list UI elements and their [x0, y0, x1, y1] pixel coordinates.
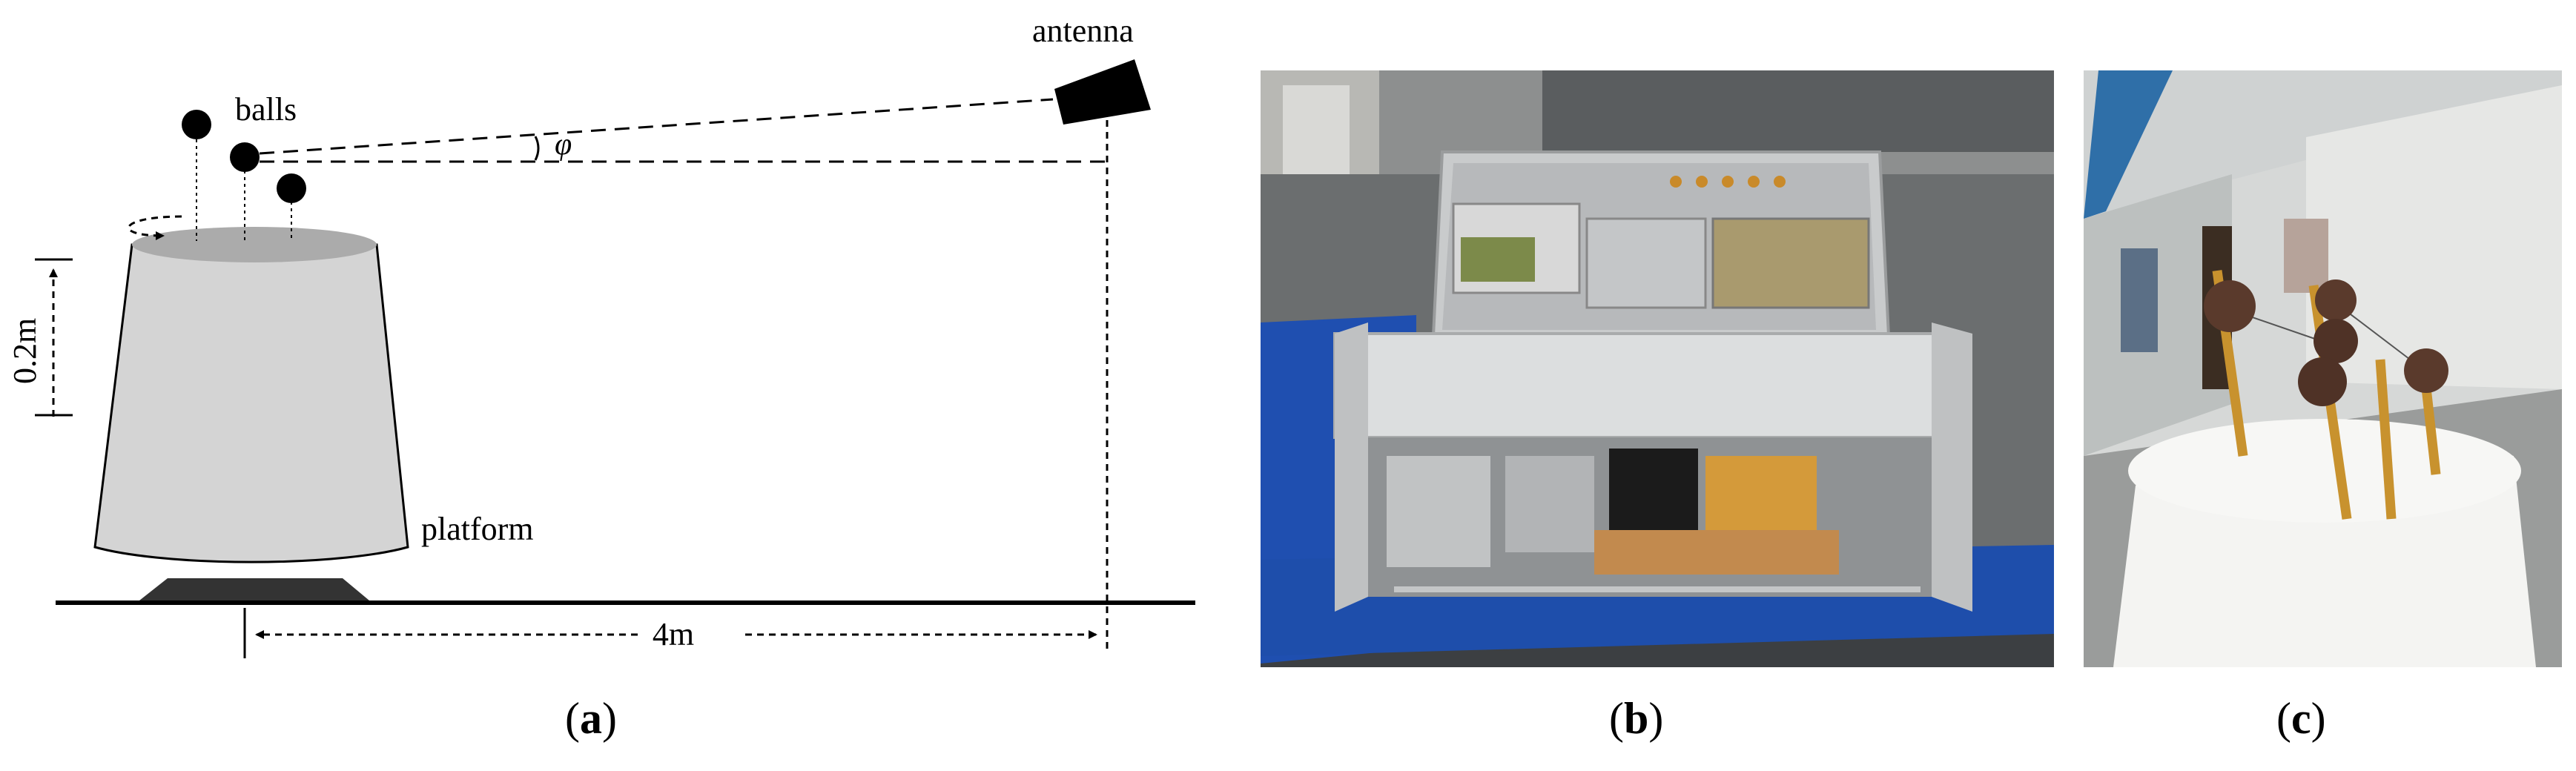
- ball: [230, 142, 260, 172]
- caption-a: (a): [565, 693, 617, 744]
- caption-c: (c): [2276, 693, 2326, 744]
- angle-arc: [534, 136, 540, 161]
- balls-photo-image: [2084, 70, 2562, 667]
- setup-diagram: balls φ antenna 0.2m 4m platform: [7, 13, 1195, 658]
- caption-letter: b: [1623, 694, 1649, 743]
- caption-paren: (: [2276, 694, 2291, 743]
- hardware-photo-image: [1261, 70, 2054, 667]
- caption-letter: c: [2291, 694, 2311, 743]
- balls-label: balls: [235, 91, 297, 128]
- antenna-label: antenna: [1032, 13, 1134, 49]
- hardware-photo: (b): [1261, 70, 2054, 743]
- setup-diagram-panel: balls φ antenna 0.2m 4m platform (a): [0, 0, 1216, 767]
- antenna: [1054, 59, 1151, 125]
- platform-label: platform: [421, 511, 534, 547]
- caption-letter: a: [579, 694, 602, 743]
- caption-b: (b): [1609, 693, 1663, 744]
- caption-paren: (: [565, 694, 580, 743]
- caption-paren: (: [1609, 694, 1624, 743]
- ball: [182, 110, 211, 139]
- caption-paren: ): [601, 694, 617, 743]
- distance-label: 4m: [653, 616, 694, 652]
- platform-base: [139, 578, 369, 600]
- rotation-arrow: [128, 215, 182, 240]
- balls-photo: (c): [2084, 70, 2562, 743]
- platform-top: [132, 227, 377, 262]
- platform-body: [93, 243, 409, 563]
- height-label: 0.2m: [7, 318, 43, 384]
- sight-line-slant: [259, 98, 1054, 155]
- angle-label: φ: [555, 128, 572, 162]
- ball: [277, 173, 306, 203]
- caption-paren: ): [2311, 694, 2326, 743]
- caption-paren: ): [1648, 694, 1664, 743]
